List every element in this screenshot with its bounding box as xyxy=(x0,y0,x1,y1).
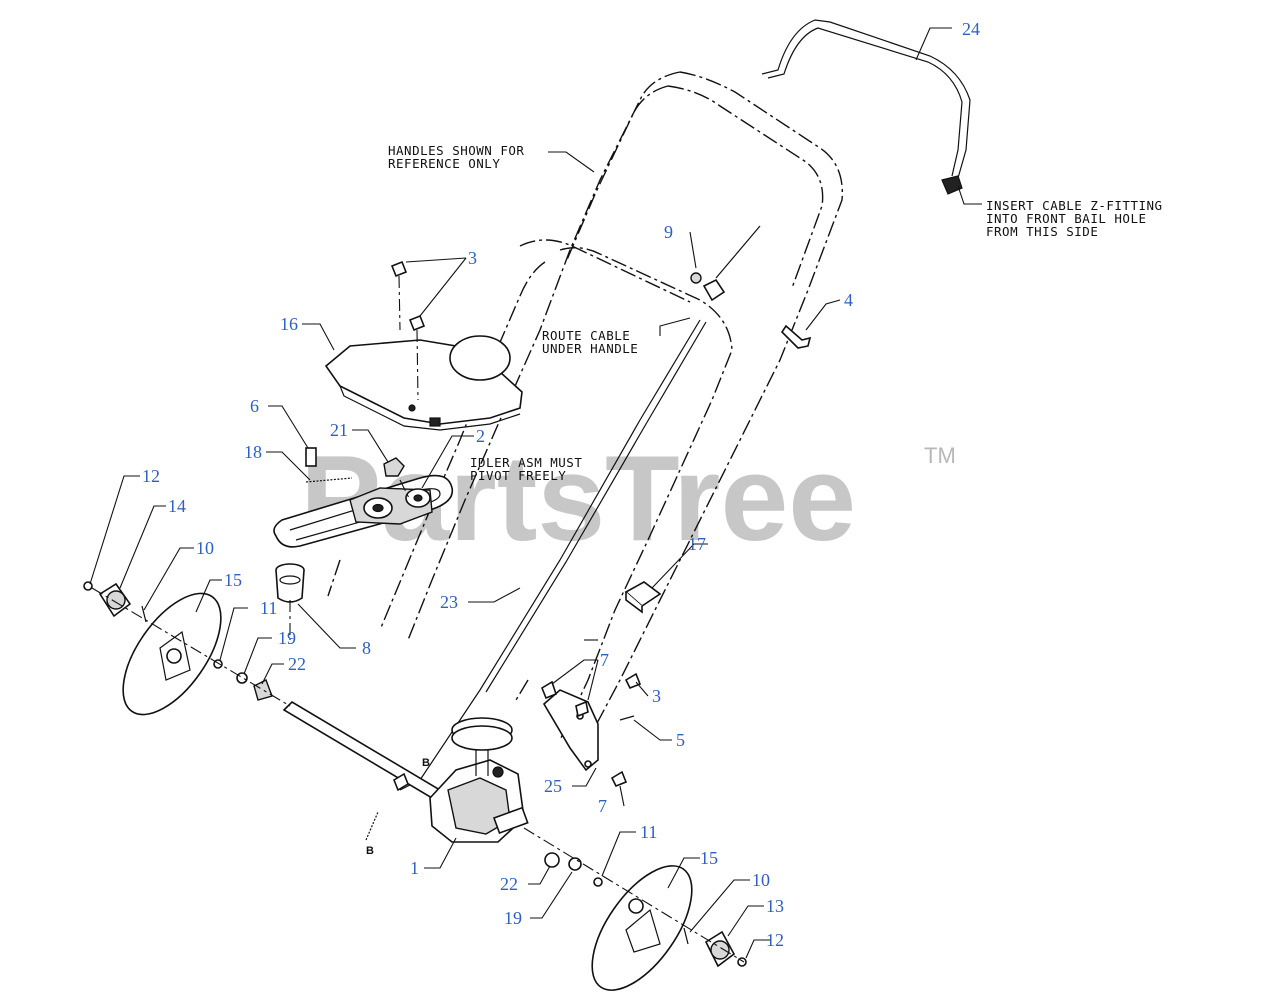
part-drive-belt xyxy=(273,474,454,548)
part-cable-spring xyxy=(365,772,409,841)
note-handles: HANDLES SHOWN FOR REFERENCE ONLY xyxy=(388,143,524,171)
part-handle-knob-17 xyxy=(624,581,662,614)
note-idler: IDLER ASM MUST PIVOT FREELY xyxy=(470,455,582,483)
callout-10-right: 10 xyxy=(752,870,770,890)
connection-mark-b-bottom: B xyxy=(366,845,374,857)
left-wheel-assembly xyxy=(83,581,273,716)
callout-22-left: 22 xyxy=(288,654,306,674)
callout-17: 17 xyxy=(688,534,706,554)
callout-16: 16 xyxy=(280,314,298,334)
callout-23: 23 xyxy=(440,592,458,612)
part-bracket-25 xyxy=(541,672,642,788)
connection-mark-b-top: B xyxy=(422,757,430,769)
callouts: 24 9 3 16 4 6 21 2 18 12 14 10 15 17 8 1… xyxy=(142,19,980,950)
callout-21: 21 xyxy=(330,420,348,440)
callout-7-bottom: 7 xyxy=(598,796,607,816)
part-bolt-6 xyxy=(305,447,317,467)
part-transmission-1 xyxy=(429,717,529,843)
note-insert-cable: INSERT CABLE Z-FITTING INTO FRONT BAIL H… xyxy=(986,198,1163,239)
callout-12-left: 12 xyxy=(142,466,160,486)
part-nut-21 xyxy=(383,457,405,477)
note-route-cable: ROUTE CABLE UNDER HANDLE xyxy=(542,328,638,356)
callout-5: 5 xyxy=(676,730,685,750)
handle-outline xyxy=(327,71,844,741)
note-idler-line-2: PIVOT FREELY xyxy=(470,468,566,483)
part-axle xyxy=(282,700,442,800)
callout-15-right: 15 xyxy=(700,848,718,868)
leader-lines xyxy=(89,27,982,959)
callout-11-left: 11 xyxy=(260,598,277,618)
note-idler-line-1: IDLER ASM MUST xyxy=(470,455,582,470)
part-belt-cover xyxy=(324,335,523,431)
part-bail xyxy=(761,19,971,195)
note-insert-cable-line-3: FROM THIS SIDE xyxy=(986,224,1098,239)
callout-11-right: 11 xyxy=(640,822,657,842)
right-wheel-assembly xyxy=(544,852,747,991)
callout-19-left: 19 xyxy=(278,628,296,648)
part-idler-spring xyxy=(305,477,353,483)
assembly-centerlines xyxy=(91,479,745,963)
part-bushing-8 xyxy=(275,563,305,603)
note-handles-line-1: HANDLES SHOWN FOR xyxy=(388,143,524,158)
callout-19-right: 19 xyxy=(504,908,522,928)
callout-22-right: 22 xyxy=(500,874,518,894)
note-route-cable-line-2: UNDER HANDLE xyxy=(542,341,638,356)
callout-10-left: 10 xyxy=(196,538,214,558)
note-insert-cable-line-1: INSERT CABLE Z-FITTING xyxy=(986,198,1163,213)
callout-12-right: 12 xyxy=(766,930,784,950)
callout-14: 14 xyxy=(168,496,186,516)
part-cable-clip xyxy=(690,225,761,302)
part-bolts-cover xyxy=(390,260,426,401)
callout-18: 18 xyxy=(244,442,262,462)
callout-25: 25 xyxy=(544,776,562,796)
callout-8: 8 xyxy=(362,638,371,658)
callout-13: 13 xyxy=(766,896,784,916)
callout-1: 1 xyxy=(410,858,419,878)
callout-2: 2 xyxy=(476,426,485,446)
callout-15-left: 15 xyxy=(224,570,242,590)
callout-24: 24 xyxy=(962,19,980,39)
callout-4: 4 xyxy=(844,290,853,310)
callout-7-top: 7 xyxy=(600,650,609,670)
callout-3-top: 3 xyxy=(468,248,477,268)
note-route-cable-line-1: ROUTE CABLE xyxy=(542,328,630,343)
callout-6: 6 xyxy=(250,396,259,416)
watermark-trademark: TM xyxy=(924,443,956,468)
callout-3-bracket: 3 xyxy=(652,686,661,706)
part-handle-bolt-4 xyxy=(780,324,812,349)
callout-9: 9 xyxy=(664,222,673,242)
note-handles-line-2: REFERENCE ONLY xyxy=(388,156,500,171)
connection-marks: B B xyxy=(366,757,430,857)
note-insert-cable-line-2: INTO FRONT BAIL HOLE xyxy=(986,211,1147,226)
